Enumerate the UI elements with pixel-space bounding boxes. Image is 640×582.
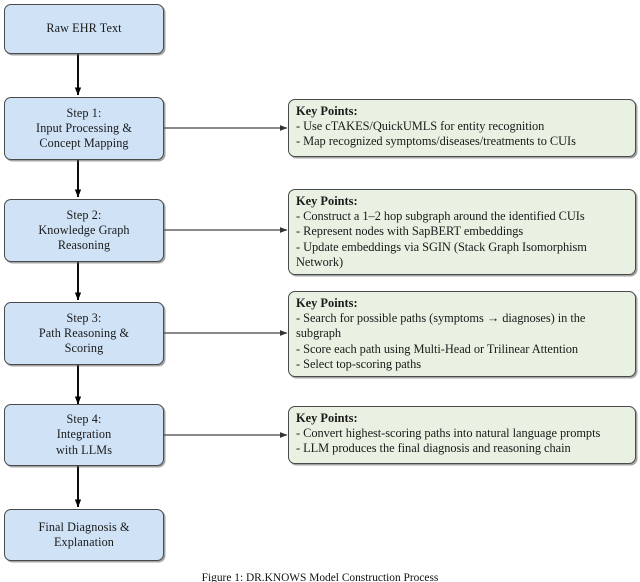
key-points-2-item: - Update embeddings via SGIN (Stack Grap… xyxy=(296,239,587,269)
key-points-4-list: - Convert highest-scoring paths into nat… xyxy=(296,426,628,457)
node-step-2[interactable]: Step 2: Knowledge Graph Reasoning xyxy=(4,199,164,262)
key-points-box-2[interactable]: Key Points: - Construct a 1–2 hop subgra… xyxy=(288,189,636,275)
node-step-2-label: Step 2: Knowledge Graph Reasoning xyxy=(38,207,130,253)
key-points-3-item: - Search for possible paths (symptoms → … xyxy=(296,311,586,341)
node-final-diagnosis[interactable]: Final Diagnosis & Explanation xyxy=(4,509,164,561)
key-points-4-title: Key Points: xyxy=(296,411,358,425)
node-step-4[interactable]: Step 4: Integration with LLMs xyxy=(4,404,164,466)
key-points-2-list: - Construct a 1–2 hop subgraph around th… xyxy=(296,209,628,270)
key-points-1-title: Key Points: xyxy=(296,104,358,118)
node-step-4-label: Step 4: Integration with LLMs xyxy=(55,412,113,457)
key-points-box-4[interactable]: Key Points: - Convert highest-scoring pa… xyxy=(288,406,636,464)
node-raw-ehr-text[interactable]: Raw EHR Text xyxy=(4,4,164,54)
key-points-box-3[interactable]: Key Points: - Search for possible paths … xyxy=(288,291,636,377)
key-points-2-item: - Construct a 1–2 hop subgraph around th… xyxy=(296,209,585,223)
node-step-1-label: Step 1: Input Processing & Concept Mappi… xyxy=(36,105,132,151)
key-points-2-title: Key Points: xyxy=(296,194,358,208)
key-points-1-list: - Use cTAKES/QuickUMLS for entity recogn… xyxy=(296,119,628,150)
node-step-1[interactable]: Step 1: Input Processing & Concept Mappi… xyxy=(4,97,164,160)
key-points-3-title: Key Points: xyxy=(296,296,358,310)
figure-caption: Figure 1: DR.KNOWS Model Construction Pr… xyxy=(201,572,439,582)
key-points-3-item: - Score each path using Multi-Head or Tr… xyxy=(296,341,579,356)
node-step-3[interactable]: Step 3: Path Reasoning & Scoring xyxy=(4,302,164,365)
key-points-1-item: - Use cTAKES/QuickUMLS for entity recogn… xyxy=(296,119,545,133)
key-points-3-list: - Search for possible paths (symptoms → … xyxy=(296,311,628,372)
key-points-1-item: - Map recognized symptoms/diseases/treat… xyxy=(296,134,576,149)
key-points-4-item: - Convert highest-scoring paths into nat… xyxy=(296,426,601,440)
key-points-4-item: - LLM produces the final diagnosis and r… xyxy=(296,441,571,456)
node-raw-ehr-text-label: Raw EHR Text xyxy=(46,21,122,36)
key-points-3-item: - Select top-scoring paths xyxy=(296,356,421,371)
key-points-2-item: - Represent nodes with SapBERT embedding… xyxy=(296,224,524,239)
key-points-box-1[interactable]: Key Points: - Use cTAKES/QuickUMLS for e… xyxy=(288,99,636,157)
node-final-diagnosis-label: Final Diagnosis & Explanation xyxy=(38,519,130,549)
horizontal-edges xyxy=(164,125,288,438)
node-step-3-label: Step 3: Path Reasoning & Scoring xyxy=(38,310,130,356)
